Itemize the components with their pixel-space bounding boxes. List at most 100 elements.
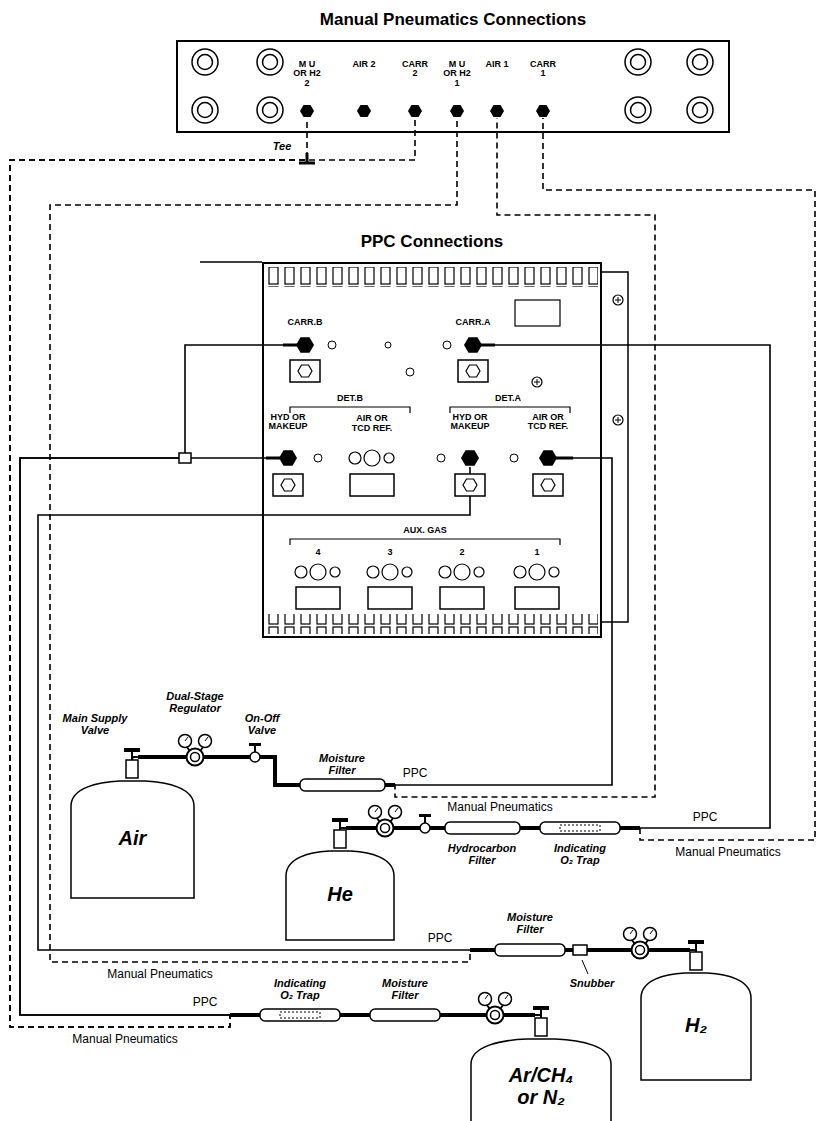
panel-title-box: PPC Connections	[184, 232, 680, 252]
port-label-box: CARR 1	[529, 60, 557, 79]
group-label: AUX. GAS	[390, 525, 460, 535]
port-number: 1	[530, 547, 544, 557]
port-label-box: HYD OR MAKEUP	[448, 413, 492, 432]
screw	[532, 377, 542, 387]
cylinder-label: Air	[119, 827, 147, 849]
port-number: 4	[311, 547, 325, 557]
hex-fitting	[450, 105, 464, 117]
port-circles	[439, 564, 484, 580]
port-circles	[295, 564, 340, 580]
manual-gas-line	[340, 118, 815, 848]
trap-indicator	[280, 1012, 320, 1018]
hex-fitting	[296, 337, 314, 353]
part-label: Main Supply Valve	[60, 712, 130, 737]
cylinder-label: H₂	[685, 1014, 707, 1036]
screw	[534, 379, 540, 385]
board-hole	[385, 342, 391, 348]
fitting-plate	[290, 360, 320, 382]
port-plate	[350, 474, 394, 496]
moisture-filter	[495, 944, 565, 956]
screw	[613, 415, 623, 425]
line-label: Manual Pneumatics	[105, 968, 215, 981]
part-label: Indicating O₂ Trap	[547, 842, 613, 867]
hex-fitting	[464, 337, 482, 353]
fitting	[483, 104, 511, 118]
fitting-plate	[455, 474, 485, 496]
main-supply-valve	[332, 818, 348, 848]
line-label: Manual Pneumatics	[440, 801, 560, 814]
port-label: AIR OR TCD REF.	[346, 413, 398, 433]
manual-port: M U OR H2 1	[443, 60, 471, 118]
cylinder-body	[286, 851, 394, 940]
port-label-box: CARR 2	[401, 60, 429, 79]
gas-cylinder: Ar/CH₄ or N₂	[470, 1036, 612, 1121]
panel-title: Manual Pneumatics Connections	[320, 10, 586, 29]
fitting	[529, 104, 557, 118]
main-supply-valve	[688, 940, 704, 970]
fitting	[451, 336, 495, 354]
manual-port: AIR 1	[483, 60, 511, 118]
port-label: CARR 2	[402, 59, 428, 78]
port-plate	[296, 587, 340, 609]
on-off-valve	[419, 814, 431, 833]
part-label: Tee	[267, 140, 297, 152]
ppc-gas-line	[20, 345, 541, 1036]
port-label: AIR 2	[352, 59, 375, 69]
dual-stage-regulator	[624, 928, 657, 959]
port-label-box: CARR.A	[451, 318, 495, 327]
ppc-gas-line	[20, 458, 541, 1036]
part-label: Moisture Filter	[494, 911, 566, 936]
port-circles	[367, 564, 412, 580]
ppc-port: CARR.B	[283, 318, 327, 354]
gas-cylinder: He	[285, 848, 395, 940]
port-label: AIR 1	[485, 59, 508, 69]
hex-fitting	[300, 105, 314, 117]
moisture-filter	[370, 1009, 440, 1021]
cylinder-label: Ar/CH₄ or N₂	[509, 1064, 574, 1108]
part-label: Moisture Filter	[369, 977, 441, 1002]
port-label: HYD OR MAKEUP	[450, 412, 489, 431]
manual-gas-line	[50, 118, 696, 970]
port-label: CARR 1	[530, 59, 556, 78]
manual-gas-line	[10, 118, 541, 1036]
cylinder-body	[641, 973, 751, 1080]
screw	[613, 295, 623, 305]
hex-fitting	[408, 105, 422, 117]
port-plate	[368, 587, 412, 609]
part-label: Hydrocarbon Filter	[443, 842, 521, 867]
line-label: PPC	[688, 811, 722, 824]
port-label: CARR.B	[288, 317, 323, 327]
ppc-gas-line	[340, 345, 770, 848]
port-label: HYD OR MAKEUP	[268, 412, 307, 431]
gas-cylinder: H₂	[640, 970, 752, 1080]
panel-ring	[257, 49, 283, 75]
panel-title: PPC Connections	[361, 232, 504, 251]
oxygen-trap	[260, 1009, 340, 1021]
cylinder-label: He	[327, 883, 353, 905]
part-label: Moisture Filter	[306, 752, 378, 777]
hex-fitting	[536, 105, 550, 117]
port-label: AIR OR TCD REF.	[528, 412, 569, 431]
leader-line	[582, 960, 588, 974]
snubber	[573, 945, 587, 955]
port-label: M U OR H2 1	[443, 59, 471, 88]
fitting	[401, 104, 429, 118]
fitting	[523, 449, 573, 467]
main-supply-valve	[533, 1006, 549, 1036]
fitting-plate	[533, 474, 563, 496]
cylinder-body	[471, 1039, 611, 1121]
panel-ring	[687, 97, 713, 123]
dual-stage-regulator	[479, 993, 512, 1024]
ppc-port: AIR OR TCD REF.	[523, 413, 573, 467]
panel-ring	[625, 97, 651, 123]
port-number: 3	[383, 547, 397, 557]
manual-gas-line	[10, 118, 541, 1036]
tee-fitting	[299, 153, 315, 163]
manual-port: CARR 2	[401, 60, 429, 118]
screw	[615, 297, 621, 303]
fitting	[443, 104, 471, 118]
ppc-port: CARR.A	[451, 318, 495, 354]
on-off-valve	[249, 743, 261, 762]
